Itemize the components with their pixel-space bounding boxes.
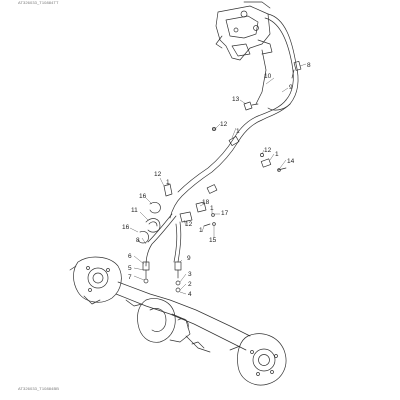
upper-hose-loop [267,13,299,111]
callout-8-upper: 8 [307,62,311,69]
fitting-left-lower [142,261,150,284]
callout-9-upper: 9 [289,84,293,91]
leader-lines [129,63,307,295]
bolt-washer-upper [212,127,217,131]
callout-6: 6 [128,253,132,260]
callout-labels: 8 10 9 13 12 1 12 1 14 12 1 16 18 1 17 1… [122,62,311,298]
callout-9-lower: 9 [187,255,191,262]
callout-16-lower: 16 [122,224,130,231]
lower-hose-right [177,221,182,263]
callout-10: 10 [264,73,272,80]
clamp-left [137,231,149,244]
callout-1-e: 1 [199,227,203,234]
bolt-washer-right [260,153,287,172]
valve-block [215,1,273,61]
fitting-right-lower [174,261,182,293]
callout-5: 5 [128,265,132,272]
callout-13: 13 [232,96,240,103]
callout-4: 4 [188,291,192,298]
upper-hose-fitting [291,61,302,79]
callout-11: 11 [131,207,138,214]
drawing-reference-bottom: AT326033_T10884BB [18,386,59,391]
callout-17: 17 [221,210,229,217]
line-clip-middle [206,184,218,194]
drawing-reference-top: AT326033_T10884TT [18,0,59,5]
callout-15: 15 [209,237,217,244]
upper-hose-loop-inner [264,17,294,101]
elbow-fitting [243,101,259,111]
tee-bracket [163,183,216,227]
clamp-upper [149,202,161,214]
callout-16-upper: 16 [139,193,147,200]
callout-3: 3 [188,271,192,278]
callout-14: 14 [287,158,295,165]
callout-8-lower: 8 [136,237,140,244]
lower-hose-left [145,215,177,267]
front-axle [69,256,287,386]
callout-1-b: 1 [275,151,279,158]
callout-7: 7 [128,274,132,281]
line-clip-upper [228,136,240,146]
callout-12-c: 12 [154,171,162,178]
callout-12-a: 12 [220,121,228,128]
callout-1-d: 1 [210,205,214,212]
callout-18: 18 [202,199,210,206]
callout-2: 2 [188,281,192,288]
callout-12-b: 12 [264,147,272,154]
hose-clamp [145,218,161,233]
line-clip-right [260,158,272,168]
callout-1-c: 1 [166,179,170,186]
callout-1-a: 1 [236,128,240,135]
main-brake-line [169,103,291,219]
callout-12-d: 12 [185,221,193,228]
